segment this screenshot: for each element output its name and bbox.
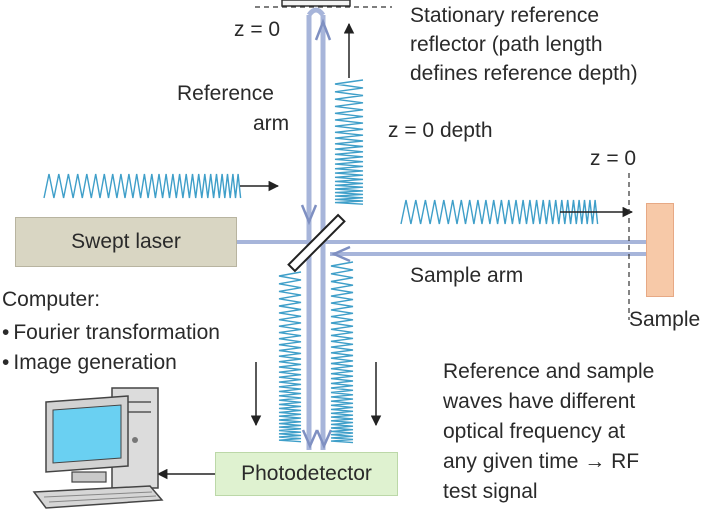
reflector-label-line-1: Stationary reference: [410, 4, 600, 27]
reference-arm-label-line-1: Reference: [177, 82, 274, 105]
detector-down-arrow: [301, 429, 319, 450]
reflector-label-line-2: reflector (path length: [410, 33, 603, 56]
swept-laser-label: Swept laser: [71, 230, 181, 253]
z0-sample-label: z = 0: [590, 147, 637, 170]
reference-arm-label-line-2: arm: [253, 112, 290, 135]
note-line-1: Reference and sample: [443, 360, 655, 383]
note-line-3: optical frequency at: [443, 420, 626, 443]
computer-monitor-icon: [45, 395, 129, 483]
z0-depth-label: z = 0 depth: [388, 119, 493, 142]
z0-top-label: z = 0: [234, 18, 281, 41]
sample-box: [646, 203, 674, 297]
sample-label: Sample: [629, 308, 701, 331]
note-line-4: any given time → RF: [443, 450, 640, 473]
photodetector-box: Photodetector: [215, 452, 398, 496]
note-line-5: test signal: [443, 480, 538, 503]
sample-arm-beams: [316, 240, 659, 256]
keyboard-icon: [32, 485, 164, 509]
reflector-label-line-3: defines reference depth): [410, 62, 638, 85]
reference-reflector: [281, 0, 351, 7]
sample-arm-label: Sample arm: [410, 264, 524, 287]
ref-up-arrow: [314, 18, 332, 41]
wave-detector-left: [278, 271, 302, 443]
detector-down-arrow-2: [315, 429, 333, 450]
reference-arm-beams: [306, 7, 326, 450]
computer-item-image: Image generation: [2, 348, 220, 378]
wave-reference-top: [334, 79, 364, 205]
beam-splitter-icon: [287, 213, 346, 273]
wave-sample-arm: [400, 199, 599, 225]
computer-function-list: Fourier transformation Image generation: [2, 318, 220, 378]
computer-item-fourier: Fourier transformation: [2, 318, 220, 348]
wave-detector-right: [330, 261, 354, 444]
computer-title: Computer:: [2, 288, 101, 311]
wave-laser-output: [43, 173, 242, 199]
ref-down-arrow: [300, 204, 318, 226]
photodetector-label: Photodetector: [241, 462, 372, 485]
swept-laser-box: Swept laser: [15, 217, 237, 267]
computer-icon: [32, 387, 164, 509]
note-line-2: waves have different: [443, 390, 636, 413]
sample-return-arrow: [330, 245, 351, 263]
